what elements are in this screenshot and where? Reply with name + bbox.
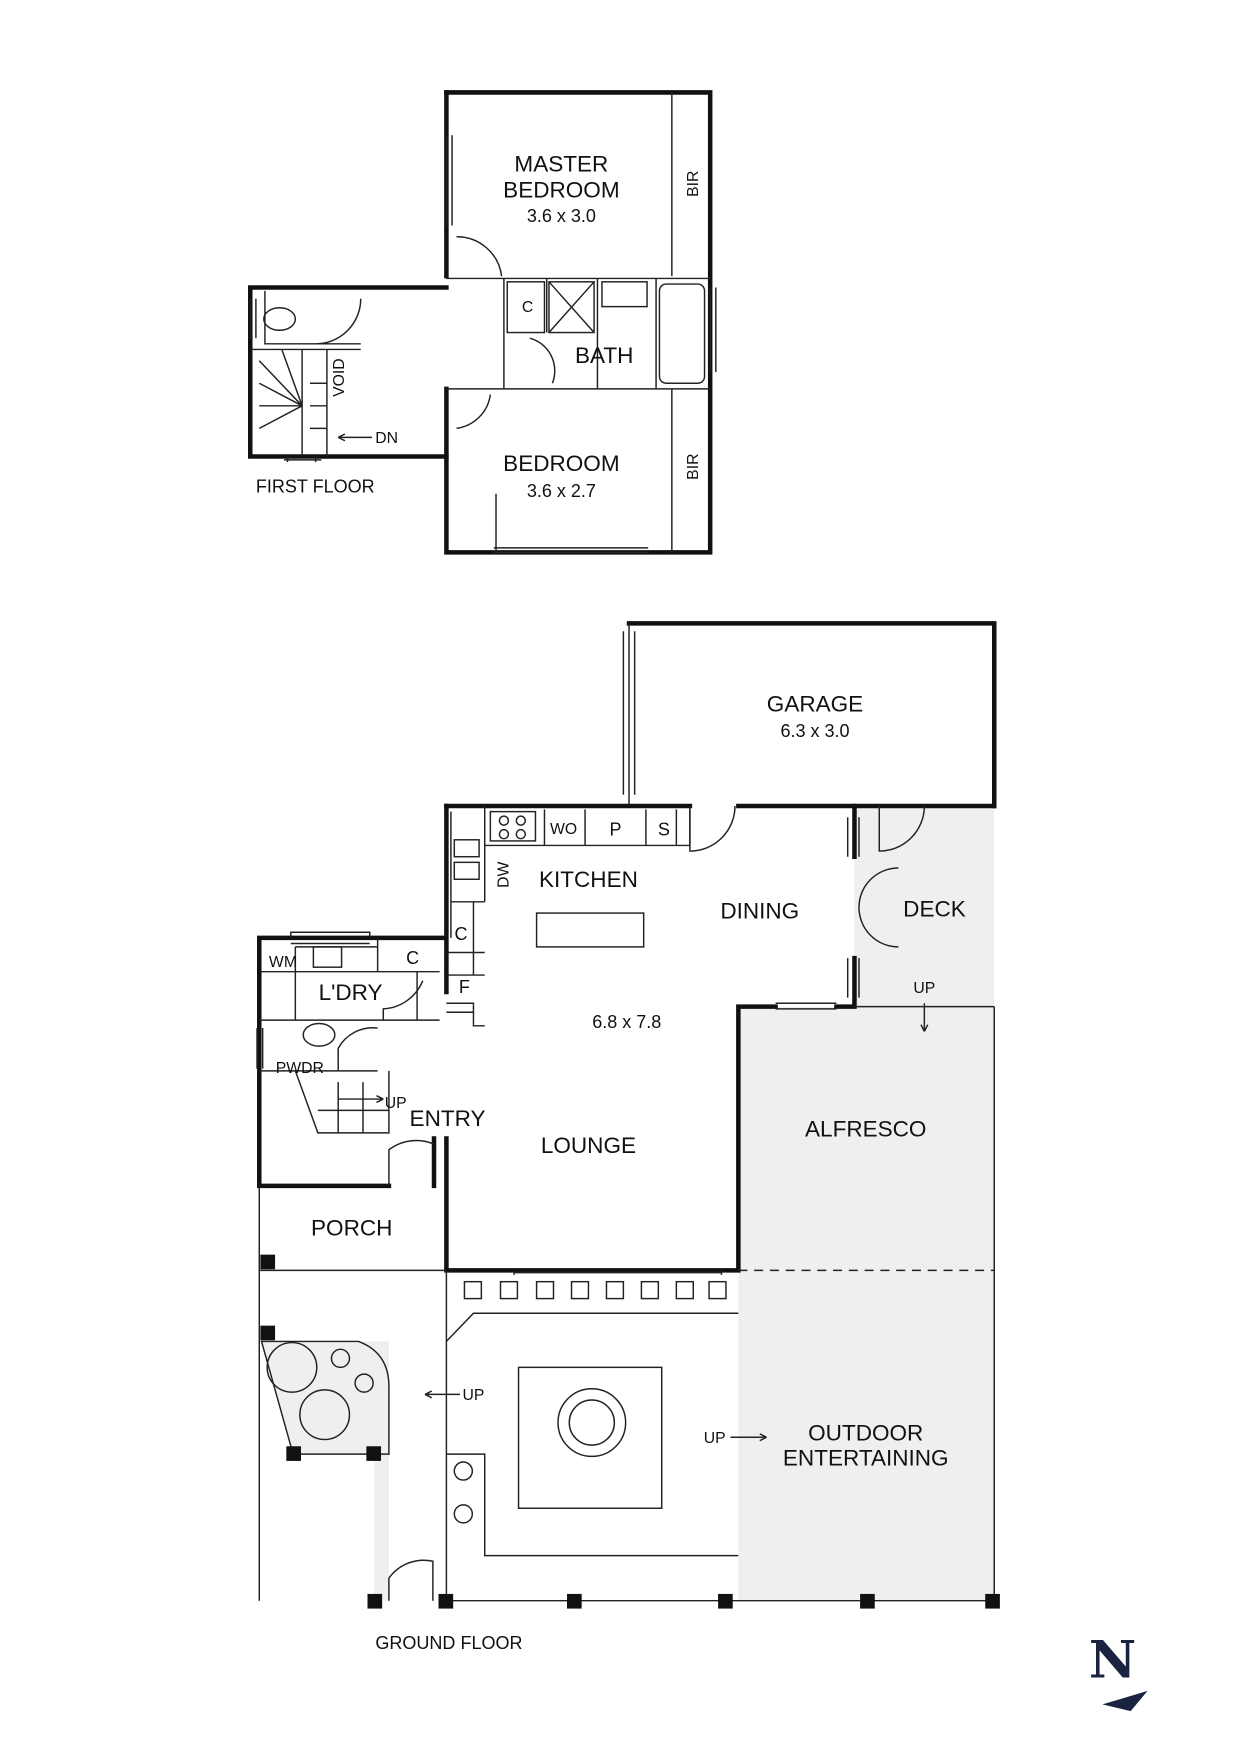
first-floor: MASTER BEDROOM 3.6 x 3.0 BEDROOM 3.6 x 2… xyxy=(248,90,717,555)
up-label: UP xyxy=(463,1387,485,1404)
first-floor-title: FIRST FLOOR xyxy=(256,477,375,497)
bir-label: BIR xyxy=(685,171,702,197)
up-label: UP xyxy=(385,1095,407,1112)
cupboard-label: C xyxy=(522,299,533,316)
up-label: UP xyxy=(913,980,935,997)
kitchen-cupboard-label: C xyxy=(455,924,468,944)
ground-floor-title: GROUND FLOOR xyxy=(375,1633,522,1653)
garage-label: GARAGE xyxy=(767,691,863,716)
outdoor-entertaining-label-2: ENTERTAINING xyxy=(783,1445,949,1470)
dishwasher-label: DW xyxy=(495,862,512,888)
up-label: UP xyxy=(704,1430,726,1447)
north-arrow-icon: N xyxy=(1089,1629,1148,1712)
kitchen-label: KITCHEN xyxy=(539,867,638,892)
bedroom-label: BEDROOM xyxy=(503,451,619,476)
living-dimensions: 6.8 x 7.8 xyxy=(592,1012,661,1032)
laundry-label: L'DRY xyxy=(319,980,383,1005)
tree-icon xyxy=(266,1341,627,1524)
pantry-label: P xyxy=(609,819,621,839)
void-label: VOID xyxy=(331,358,348,397)
wall-oven-label: WO xyxy=(550,821,577,838)
bir-label: BIR xyxy=(685,454,702,480)
alfresco-label: ALFRESCO xyxy=(805,1116,926,1141)
bath-label: BATH xyxy=(575,343,633,368)
compass-letter: N xyxy=(1089,1629,1136,1690)
planter-row xyxy=(463,1280,727,1300)
master-bedroom-label-2: BEDROOM xyxy=(503,177,619,202)
dining-label: DINING xyxy=(720,899,799,924)
master-bedroom-dimensions: 3.6 x 3.0 xyxy=(527,206,596,226)
master-bedroom-label: MASTER xyxy=(514,151,608,176)
deck-label: DECK xyxy=(903,896,966,921)
bedroom-dimensions: 3.6 x 2.7 xyxy=(527,481,596,501)
washing-machine-label: WM xyxy=(269,954,297,971)
powder-label: PWDR xyxy=(276,1060,324,1077)
posts xyxy=(260,1254,1000,1609)
stairs-down-label: DN xyxy=(375,430,398,447)
porch-label: PORCH xyxy=(311,1215,392,1240)
lounge-label: LOUNGE xyxy=(541,1133,636,1158)
outdoor-entertaining-label: OUTDOOR xyxy=(808,1421,923,1446)
entry-label: ENTRY xyxy=(410,1106,486,1131)
laundry-cupboard-label: C xyxy=(406,948,419,968)
garage-dimensions: 6.3 x 3.0 xyxy=(780,721,849,741)
storage-label: S xyxy=(658,819,670,839)
fridge-label: F xyxy=(459,977,470,997)
ground-floor: GARAGE 6.3 x 3.0 KITCHEN DINING DECK 6.8… xyxy=(256,621,1000,1653)
